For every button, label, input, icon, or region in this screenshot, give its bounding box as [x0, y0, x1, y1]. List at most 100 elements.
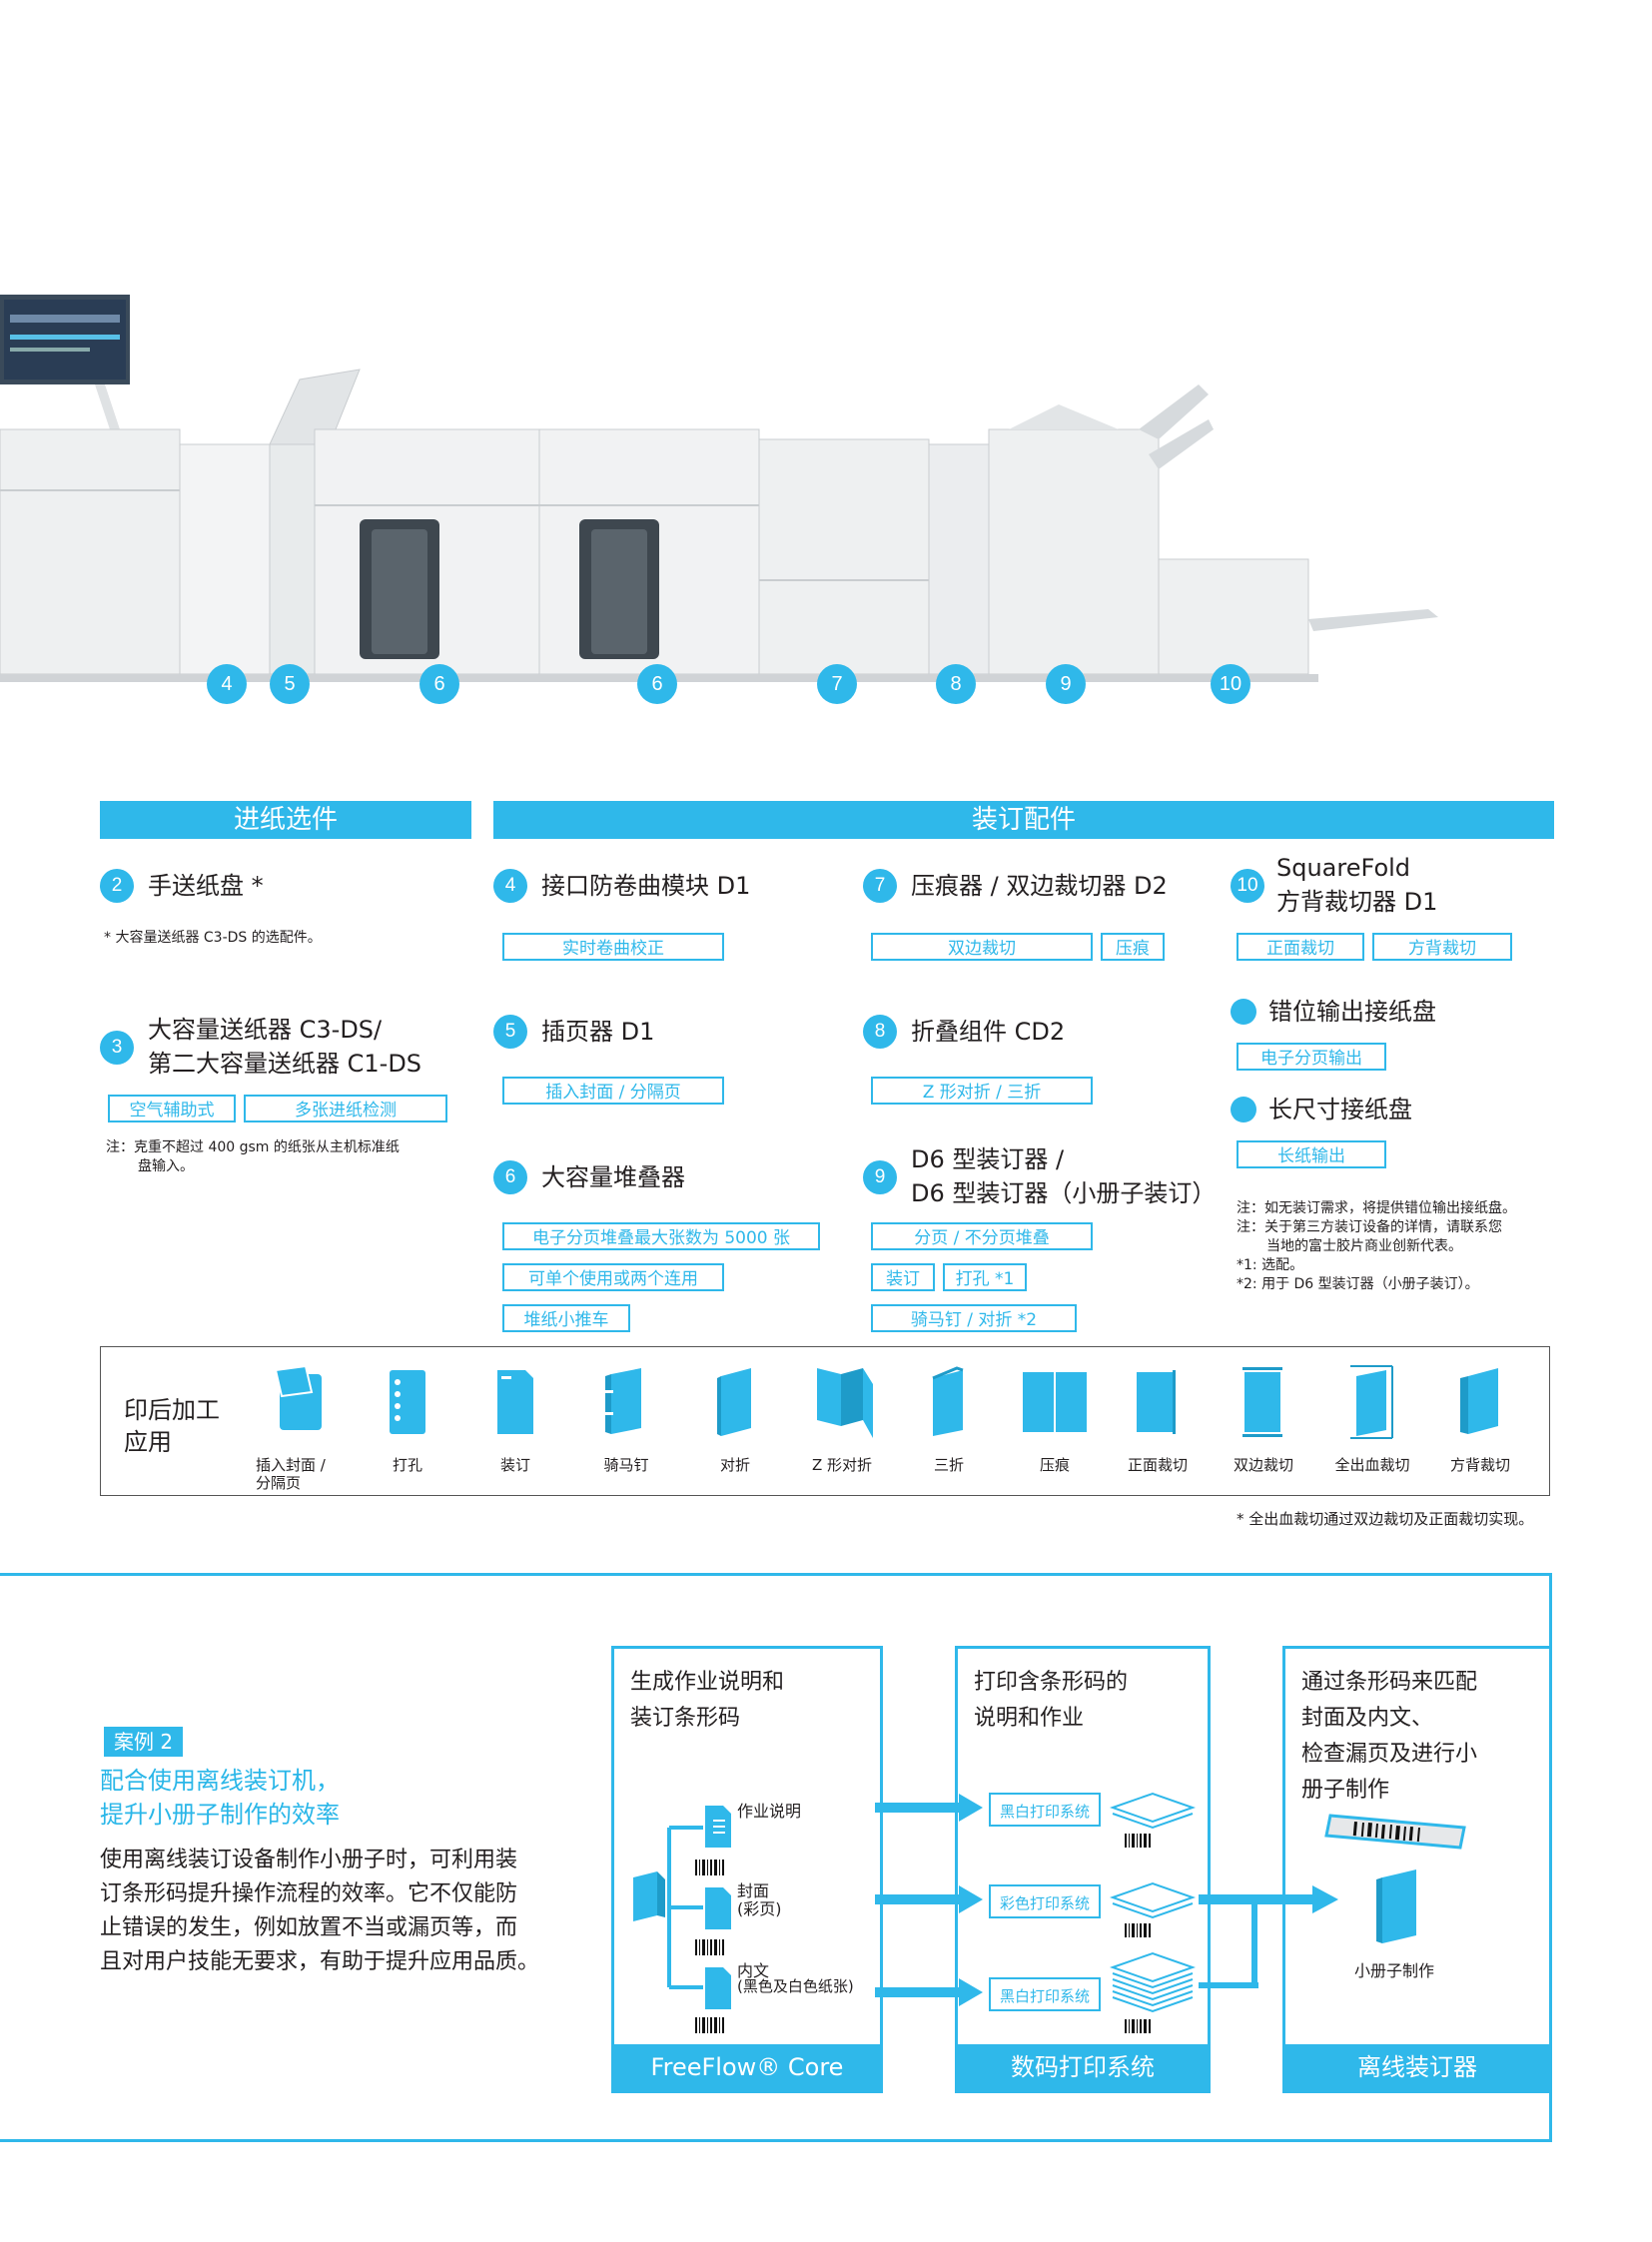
crease-icon	[1023, 1372, 1087, 1432]
case-body-2: 订条形码提升操作流程的效率。它不仅能防	[100, 1881, 518, 1906]
flow-box-1-title-1: 生成作业说明和	[630, 1670, 785, 1695]
tri-fold-icon	[932, 1366, 964, 1436]
flow-box-2-footer: 数码打印系统	[958, 2044, 1208, 2090]
item-6-number: 6	[493, 1160, 527, 1194]
saddle-stitch-icon	[603, 1368, 641, 1434]
label-two-side-trim: 双边裁切	[1233, 1456, 1293, 1474]
case-body-4: 且对用户技能无要求，有助于提升应用品质。	[100, 1949, 540, 1974]
doc-label-cover-2: (彩页)	[737, 1899, 782, 1918]
item-6-title: 大容量堆叠器	[541, 1163, 685, 1191]
doc-label-body-2: (黑色及白色纸张)	[737, 1977, 854, 1995]
two-side-trim-icon	[1242, 1367, 1282, 1437]
postprocess-panel	[100, 1346, 1550, 1496]
staple-icon	[497, 1370, 533, 1434]
label-face-trim: 正面裁切	[1127, 1456, 1188, 1474]
flow-arrows-2	[1199, 1885, 1338, 1988]
item-7-title: 压痕器 / 双边裁切器 D2	[911, 872, 1168, 900]
offset-tray-title: 错位输出接纸盘	[1268, 998, 1436, 1026]
tag-saddle-fold: 骑马钉 / 对折 *2	[871, 1304, 1077, 1332]
item-5-number: 5	[493, 1015, 527, 1049]
label-punch: 打孔	[392, 1456, 422, 1474]
label-square-fold: 方背裁切	[1449, 1456, 1510, 1474]
label-insert-cover: 插入封面 / 分隔页	[256, 1456, 326, 1492]
flow-box-freeflow: 生成作业说明和 装订条形码 FreeFlow® Core	[611, 1646, 883, 2093]
tag-stacker-cart: 堆纸小推车	[502, 1304, 630, 1332]
case-headline-2: 提升小册子制作的效率	[100, 1801, 340, 1829]
tag-staple: 装订	[871, 1263, 935, 1291]
printer-system-illustration	[0, 295, 1438, 682]
tag-punch: 打孔 *1	[943, 1263, 1027, 1291]
item-3-note-1: 注：克重不超过 400 gsm 的纸张从主机标准纸	[106, 1139, 400, 1155]
punch-icon	[390, 1370, 425, 1434]
postprocess-footnote: * 全出血裁切通过双边裁切及正面裁切实现。	[1237, 1510, 1534, 1528]
tag-square-fold-trim: 方背裁切	[1372, 933, 1512, 961]
finish-section-title: 装订配件	[493, 801, 1554, 839]
postprocess-label-2: 应用	[124, 1428, 172, 1456]
tag-crease: 压痕	[1101, 933, 1165, 961]
tag-long-output: 长纸输出	[1237, 1140, 1386, 1168]
machine-callout-10: 10	[1211, 664, 1250, 704]
long-tray-dot	[1231, 1097, 1256, 1122]
item-3-number: 3	[100, 1031, 134, 1065]
machine-callout-6a: 6	[419, 664, 459, 704]
label-full-bleed-trim: 全出血裁切	[1334, 1456, 1410, 1474]
flow-box-3-title-3: 检查漏页及进行小	[1301, 1742, 1478, 1767]
item-4-title: 接口防卷曲模块 D1	[541, 872, 751, 900]
item-8-title: 折叠组件 CD2	[911, 1018, 1066, 1046]
finish-note-5: *2: 用于 D6 型装订器（小册子装订）。	[1237, 1276, 1479, 1292]
flow-box-2-title-1: 打印含条形码的	[974, 1670, 1129, 1695]
item-3-note-2: 盘输入。	[138, 1158, 194, 1174]
label-staple: 装订	[499, 1456, 530, 1474]
item-8-number: 8	[863, 1015, 897, 1049]
doc-icon-job	[705, 1806, 731, 1848]
label-tri-fold: 三折	[933, 1456, 964, 1474]
postprocess-label-1: 印后加工	[124, 1396, 220, 1424]
insert-cover-icon	[274, 1364, 322, 1430]
label-saddle-stitch: 骑马钉	[603, 1456, 649, 1474]
finish-note-1: 注：如无装订需求，将提供错位输出接纸盘。	[1237, 1200, 1516, 1216]
flow-arrows-1	[875, 1794, 983, 2006]
item-2-note: * 大容量送纸器 C3-DS 的选配件。	[104, 930, 322, 946]
flow-box-3-title-4: 册子制作	[1301, 1778, 1390, 1803]
tag-offset-output: 电子分页输出	[1237, 1043, 1386, 1071]
system-bw-2: 黑白打印系统	[989, 1977, 1101, 2011]
item-5-title: 插页器 D1	[541, 1018, 655, 1046]
item-9-number: 9	[863, 1160, 897, 1194]
tag-single-or-tandem: 可单个使用或两个连用	[502, 1263, 724, 1291]
item-4-number: 4	[493, 869, 527, 903]
barcode-scanner-icon	[1324, 1814, 1466, 1850]
item-9-title-1: D6 型装订器 /	[911, 1145, 1065, 1173]
case-headline-1: 配合使用离线装订机，	[100, 1767, 340, 1795]
tag-face-trim: 正面裁切	[1237, 933, 1364, 961]
tag-collate-stack: 分页 / 不分页堆叠	[871, 1222, 1093, 1250]
machine-callout-7: 7	[817, 664, 857, 704]
square-fold-icon	[1460, 1368, 1498, 1434]
item-10-number: 10	[1231, 869, 1264, 903]
long-tray-title: 长尺寸接纸盘	[1268, 1096, 1412, 1123]
flow-box-1-title-2: 装订条形码	[630, 1706, 741, 1731]
flow-box-1-footer: FreeFlow® Core	[614, 2044, 880, 2090]
flow-box-3-title-2: 封面及内文、	[1301, 1706, 1434, 1731]
item-2-number: 2	[100, 869, 134, 903]
tag-z-tri-fold: Z 形对折 / 三折	[871, 1077, 1093, 1105]
label-z-fold: Z 形对折	[811, 1456, 873, 1474]
doc-label-body-1: 内文	[737, 1961, 770, 1980]
flow-box-digital-print: 打印含条形码的 说明和作业 数码打印系统	[955, 1646, 1211, 2093]
booklet-label: 小册子制作	[1354, 1961, 1435, 1980]
booklet-icon	[1376, 1869, 1416, 1943]
tag-multifeed-detect: 多张进纸检测	[244, 1095, 447, 1122]
item-2-title: 手送纸盘 *	[148, 872, 264, 900]
doc-icon-cover	[705, 1887, 731, 1929]
flow-box-offline-binder: 通过条形码来匹配 封面及内文、 检查漏页及进行小 册子制作 离线装订器	[1282, 1646, 1552, 2093]
freeflow-doc-tree	[633, 1806, 731, 2033]
doc-label-job: 作业说明	[737, 1802, 802, 1821]
item-10-title-2: 方背裁切器 D1	[1276, 888, 1438, 916]
item-10-title-1: SquareFold	[1276, 854, 1411, 882]
doc-icon-body	[705, 1967, 731, 2009]
finish-note-2: 注：关于第三方装订设备的详情，请联系您	[1237, 1219, 1502, 1235]
machine-callout-5: 5	[270, 664, 310, 704]
z-fold-icon	[817, 1368, 873, 1438]
machine-callout-9: 9	[1046, 664, 1086, 704]
tag-two-side-trim: 双边裁切	[871, 933, 1093, 961]
item-9-title-2: D6 型装订器（小册子装订）	[911, 1179, 1217, 1207]
